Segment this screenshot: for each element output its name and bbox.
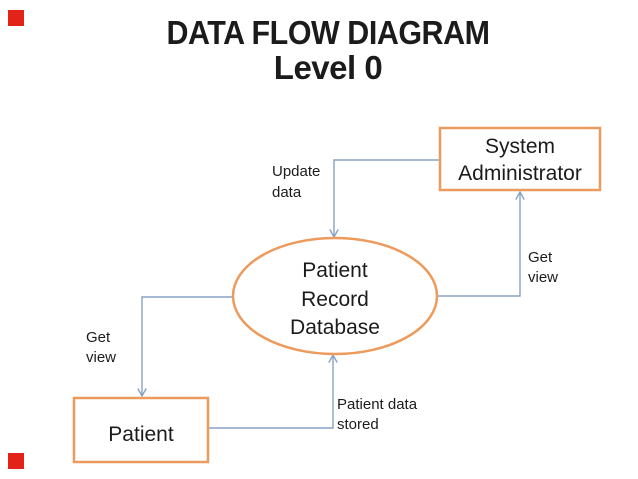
- flow-label-update-data-line1: Update: [272, 163, 320, 180]
- process-label-line1: Patient: [302, 259, 368, 282]
- red-corner-marker-bottom-left: [8, 453, 24, 469]
- entity-patient-label: Patient: [108, 423, 174, 446]
- entity-system-administrator-label-line1: System: [485, 135, 555, 158]
- process-patient-record-database-ellipse: [231, 236, 439, 356]
- slide-title-line2: Level 0: [274, 49, 382, 86]
- entity-system-administrator-label-line2: Administrator: [458, 162, 582, 185]
- arrow-get-view-admin: [437, 190, 525, 297]
- flow-label-patient-data-stored-line1: Patient data: [337, 396, 418, 413]
- entity-system-administrator-box: [438, 126, 602, 192]
- red-corner-marker-top-left: [8, 10, 24, 26]
- arrow-patient-data-stored: [208, 353, 338, 429]
- flow-label-get-view-patient-line2: view: [86, 349, 116, 366]
- flow-label-get-view-admin-line2: view: [528, 269, 558, 286]
- entity-patient-box: [72, 396, 210, 464]
- arrow-get-view-patient: [137, 296, 233, 398]
- flow-label-get-view-patient-line1: Get: [86, 329, 111, 346]
- arrow-update-data: [329, 159, 440, 239]
- flow-label-update-data-line2: data: [272, 184, 302, 201]
- process-label-line3: Database: [290, 316, 380, 339]
- slide-title-line1: DATA FLOW DIAGRAM: [167, 14, 490, 51]
- process-label-line2: Record: [301, 288, 369, 311]
- flow-label-patient-data-stored-line2: stored: [337, 416, 379, 433]
- flow-label-get-view-admin-line1: Get: [528, 249, 553, 266]
